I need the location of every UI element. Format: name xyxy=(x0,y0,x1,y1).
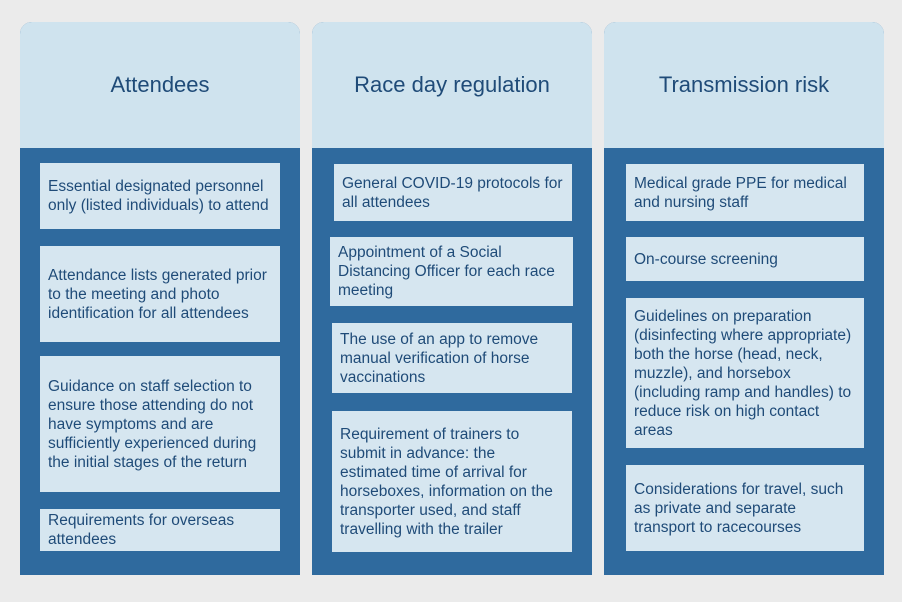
list-item: Appointment of a Social Distancing Offic… xyxy=(330,237,573,306)
column-title: Attendees xyxy=(110,72,210,97)
item-text: Essential designated personnel only (lis… xyxy=(48,178,269,214)
item-text: Considerations for travel, such as priva… xyxy=(634,480,844,536)
list-item: Medical grade PPE for medical and nursin… xyxy=(626,164,864,221)
item-text: Attendance lists generated prior to the … xyxy=(48,266,267,322)
item-text: Medical grade PPE for medical and nursin… xyxy=(634,174,847,211)
column-transmission-risk: Transmission risk Medical grade PPE for … xyxy=(604,22,884,575)
item-text: Guidelines on preparation (disinfecting … xyxy=(634,307,852,439)
column-header: Race day regulation xyxy=(312,22,592,148)
item-text: Requirements for overseas attendees xyxy=(48,512,235,548)
list-item: General COVID-19 protocols for all atten… xyxy=(334,164,572,221)
column-header: Attendees xyxy=(20,22,300,148)
list-item: Attendance lists generated prior to the … xyxy=(40,246,280,342)
item-text: Requirement of trainers to submit in adv… xyxy=(340,425,553,538)
list-item: Guidance on staff selection to ensure th… xyxy=(40,356,280,492)
item-text: General COVID-19 protocols for all atten… xyxy=(342,174,563,211)
list-item: Considerations for travel, such as priva… xyxy=(626,465,864,551)
item-text: Guidance on staff selection to ensure th… xyxy=(48,377,257,471)
list-item: Essential designated personnel only (lis… xyxy=(40,163,280,229)
column-header: Transmission risk xyxy=(604,22,884,148)
column-race-day-regulation: Race day regulation General COVID-19 pro… xyxy=(312,22,592,575)
column-title: Transmission risk xyxy=(658,72,830,97)
item-text: Appointment of a Social Distancing Offic… xyxy=(338,244,555,299)
list-item: On-course screening xyxy=(626,237,864,281)
list-item: The use of an app to remove manual verif… xyxy=(332,323,572,393)
column-title: Race day regulation xyxy=(354,72,550,97)
list-item: Requirements for overseas attendees xyxy=(40,509,280,551)
list-item: Guidelines on preparation (disinfecting … xyxy=(626,298,864,448)
column-attendees: Attendees Essential designated personnel… xyxy=(20,22,300,575)
item-text: The use of an app to remove manual verif… xyxy=(340,330,539,386)
item-text: On-course screening xyxy=(634,250,778,268)
list-item: Requirement of trainers to submit in adv… xyxy=(332,411,572,552)
